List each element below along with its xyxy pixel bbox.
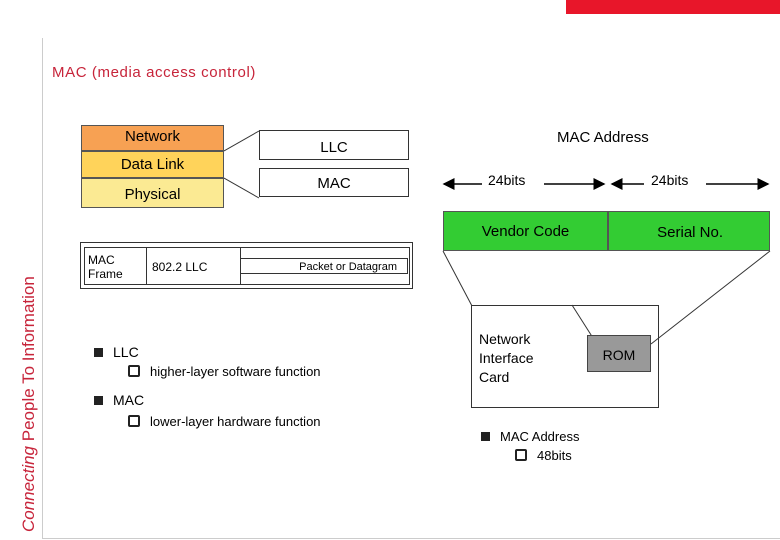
nic-label-line1: Network [479, 331, 531, 347]
nic-label: Network Interface Card [479, 330, 533, 387]
vendor-code-field: Vendor Code [443, 211, 608, 251]
nic-box [471, 305, 659, 408]
square-bullet-icon [94, 396, 103, 405]
bullet-label: LLC [113, 344, 139, 360]
bullet-label: MAC [113, 392, 145, 408]
bits-right-label: 24bits [651, 172, 689, 188]
frame-mac-line1: MAC [88, 253, 115, 267]
pointing-hand-icon [515, 449, 527, 461]
nic-label-line3: Card [479, 369, 510, 385]
subbullet-text: lower-layer hardware function [150, 414, 321, 429]
rom-chip: ROM [587, 335, 651, 372]
pointing-hand-icon [128, 365, 140, 377]
subbullet-llc: higher-layer software function [128, 364, 321, 379]
mac-address-title: MAC Address [557, 129, 649, 146]
layer-network: Network [81, 125, 224, 151]
nic-label-line2: Interface [479, 350, 534, 366]
divider-horizontal [42, 538, 780, 539]
square-bullet-icon [481, 432, 490, 441]
bits-left-label: 24bits [488, 172, 526, 188]
divider-vertical [42, 38, 43, 538]
bullet-label: MAC Address [500, 429, 580, 444]
accent-bar [566, 0, 780, 14]
subbullet-mac: lower-layer hardware function [128, 414, 321, 429]
frame-mac-label: MAC Frame [88, 253, 123, 281]
bullet-mac-address: MAC Address [481, 429, 579, 444]
layer-datalink: Data Link [81, 151, 224, 178]
serial-number-field: Serial No. [608, 211, 770, 251]
frame-mac-line2: Frame [88, 267, 123, 281]
bullet-llc: LLC [94, 344, 139, 360]
square-bullet-icon [94, 348, 103, 357]
frame-divider [146, 248, 147, 284]
frame-outer-box [80, 242, 413, 289]
frame-packet-field: Packet or Datagram [240, 258, 408, 274]
pointing-hand-icon [128, 415, 140, 427]
sublayer-llc: LLC [259, 130, 409, 160]
slide-title: MAC (media access control) [52, 64, 256, 81]
expansion-wedge [224, 130, 260, 199]
bullet-mac: MAC [94, 392, 144, 408]
frame-llc-label: 802.2 LLC [152, 260, 208, 274]
sublayer-mac: MAC [259, 168, 409, 197]
subbullet-text: 48bits [537, 448, 572, 463]
layer-physical: Physical [81, 178, 224, 208]
frame-inner-box [84, 247, 410, 285]
subbullet-48bits: 48bits [515, 448, 572, 463]
subbullet-text: higher-layer software function [150, 364, 321, 379]
